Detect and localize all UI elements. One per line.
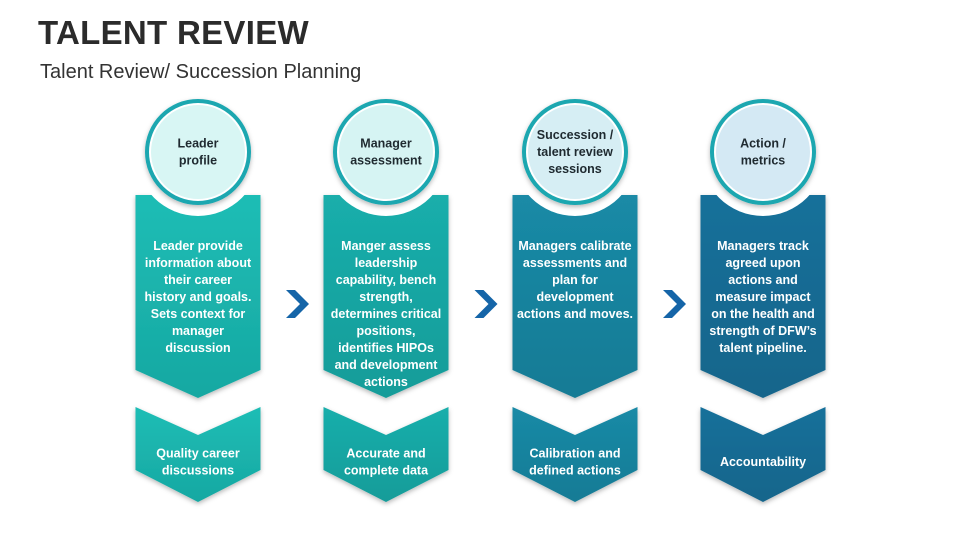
step-description: strength of DFW’s: [709, 324, 816, 338]
step-title: talent review: [537, 145, 613, 159]
step-description: information about: [145, 256, 252, 270]
step-description: history and goals.: [145, 290, 252, 304]
step-description: and development: [335, 358, 439, 372]
step-outcome: discussions: [162, 464, 234, 478]
step-outcome: Accurate and: [346, 447, 425, 461]
step-description: their career: [164, 273, 232, 287]
step-description: manager: [172, 324, 224, 338]
page-subtitle: Talent Review/ Succession Planning: [40, 61, 362, 83]
step-body-shape: [135, 195, 261, 398]
chevron-right-icon: [663, 290, 686, 318]
step-description: talent pipeline.: [719, 341, 807, 355]
step-circle: [337, 103, 435, 201]
step-body-shape: [323, 195, 449, 398]
step-outcome-shape: [700, 407, 826, 502]
step-title: Leader: [178, 137, 219, 151]
step-outcome: defined actions: [529, 464, 621, 478]
step-outcome: Calibration and: [530, 447, 621, 461]
step-circle: [526, 103, 624, 201]
step-title: Action /: [740, 137, 786, 151]
step-outcome-shape: [512, 407, 638, 502]
step-3: Succession / talent review sessionsManager…: [512, 92, 638, 502]
step-description: discussion: [165, 341, 230, 355]
step-outcome-shape: [323, 407, 449, 502]
step-description: plan for: [552, 273, 598, 287]
step-outcome: Quality career: [156, 447, 240, 461]
step-title: Manager: [360, 137, 412, 151]
step-outcome: complete data: [344, 464, 429, 478]
step-description: on the health and: [711, 307, 814, 321]
step-title: metrics: [741, 154, 786, 168]
step-title: profile: [179, 154, 217, 168]
step-description: Sets context for: [151, 307, 246, 321]
step-description: capability, bench: [336, 273, 437, 287]
step-description: actions and moves.: [517, 307, 633, 321]
chevron-right-icon: [286, 290, 309, 318]
step-title: assessment: [350, 154, 422, 168]
step-description: positions,: [356, 324, 415, 338]
step-description: development: [536, 290, 614, 304]
step-description: determines critical: [331, 307, 441, 321]
step-outcome: Accountability: [720, 455, 806, 469]
step-description: actions: [364, 375, 408, 389]
step-circle: [149, 103, 247, 201]
step-description: actions and: [728, 273, 797, 287]
page-title: TALENT REVIEW: [38, 14, 309, 51]
step-body-shape: [700, 195, 826, 398]
step-description: Managers track: [717, 239, 809, 253]
step-description: measure impact: [715, 290, 811, 304]
step-description: assessments and: [523, 256, 627, 270]
step-title: Succession /: [537, 128, 614, 142]
step-description: agreed upon: [725, 256, 800, 270]
step-circle: [714, 103, 812, 201]
step-body-shape: [512, 195, 638, 398]
step-description: Managers calibrate: [518, 239, 631, 253]
step-description: leadership: [355, 256, 418, 270]
step-description: strength,: [359, 290, 412, 304]
chevron-right-icon: [474, 290, 498, 318]
step-title: sessions: [548, 162, 602, 176]
step-outcome-shape: [135, 407, 261, 502]
step-description: Manger assess: [341, 239, 431, 253]
step-description: identifies HIPOs: [338, 341, 434, 355]
step-description: Leader provide: [153, 239, 243, 253]
